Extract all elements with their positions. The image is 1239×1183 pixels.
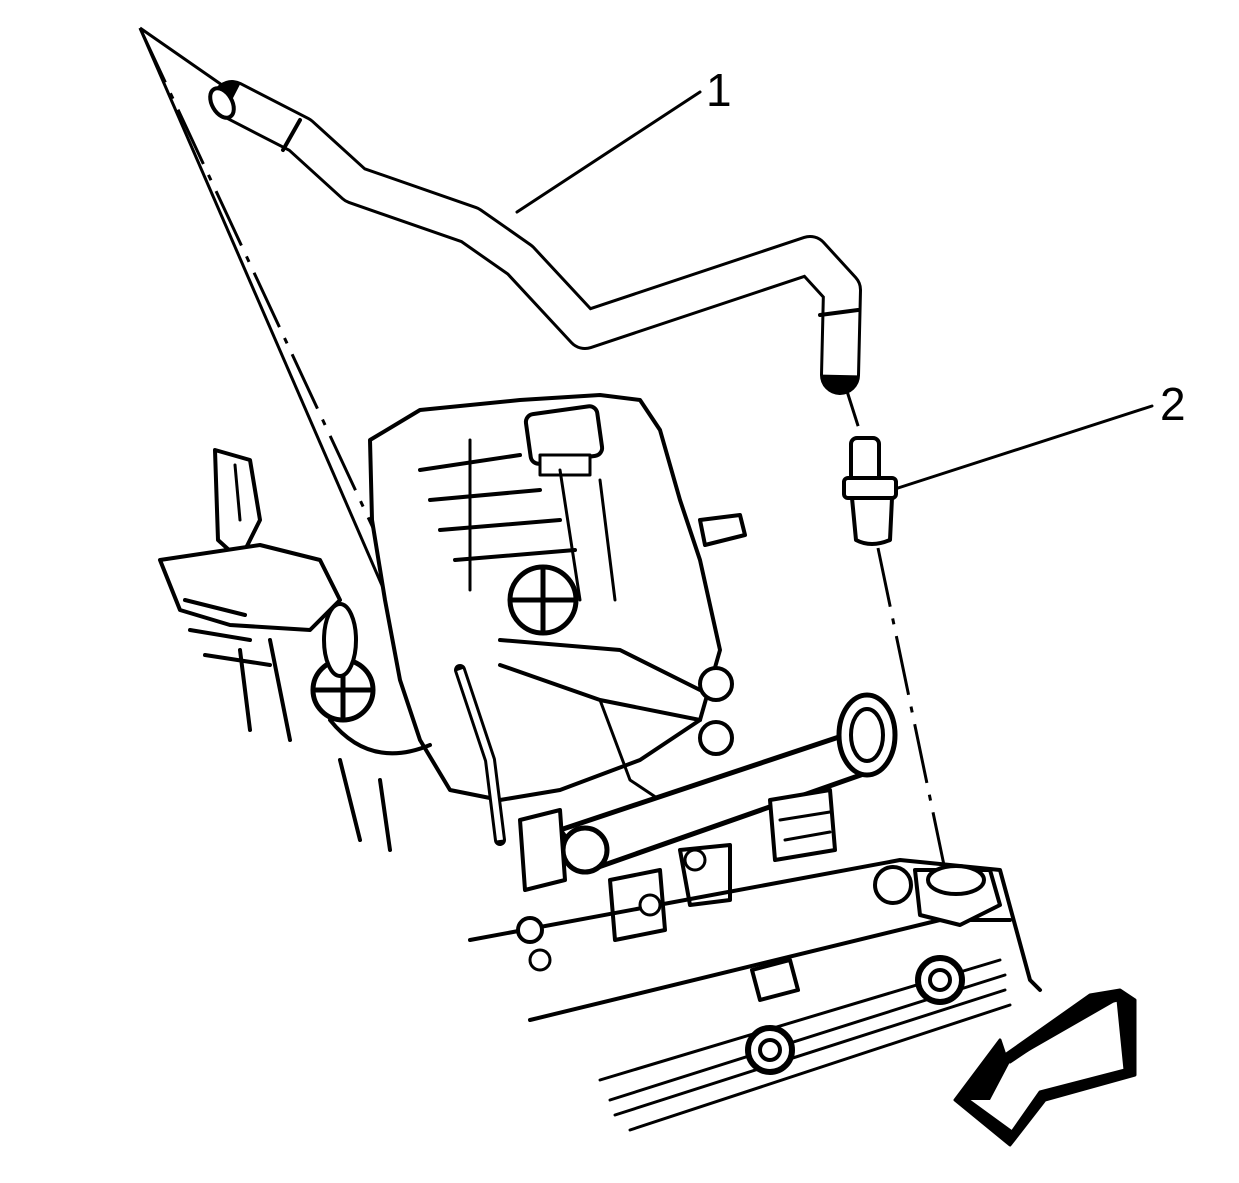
engine-intake-assembly [158, 393, 747, 852]
callout-label-1: 1 [706, 64, 732, 116]
front-direction-arrow-icon [953, 988, 1137, 1147]
vent-hose [208, 80, 862, 395]
leader-line-1 [515, 90, 702, 214]
alignment-lines [138, 26, 947, 871]
fuel-injectors [608, 788, 837, 942]
leader-line-2 [896, 404, 1154, 490]
pcv-valve [842, 436, 898, 546]
cylinder-head [468, 848, 1042, 1132]
fuel-rail [518, 692, 898, 892]
callout-label-2: 2 [1160, 378, 1186, 430]
